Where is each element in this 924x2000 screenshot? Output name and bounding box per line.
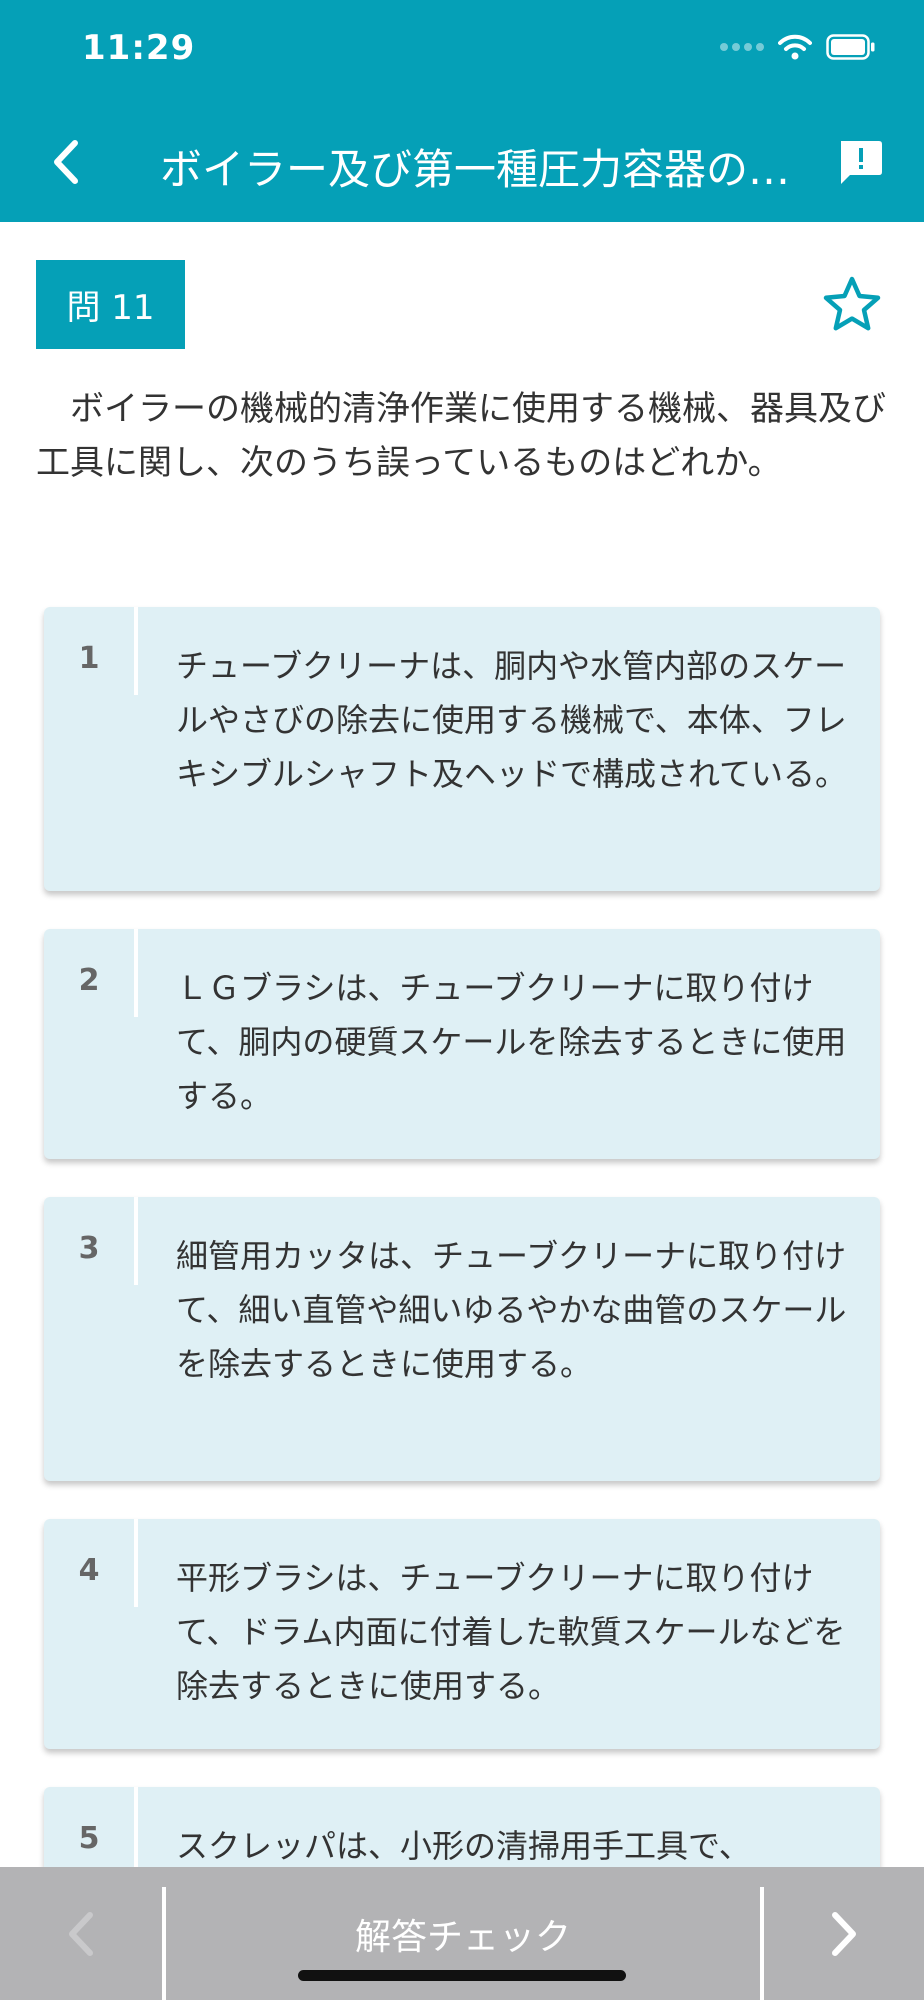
home-indicator	[298, 1970, 626, 1981]
next-question-button[interactable]	[764, 1867, 924, 2000]
star-outline-icon	[823, 276, 881, 331]
choice-text: チューブクリーナは、胴内や水管内部のスケールやさびの除去に使用する機械で、本体、…	[176, 647, 848, 793]
report-button[interactable]	[828, 130, 892, 194]
choice-item-4[interactable]: 4 平形ブラシは、チューブクリーナに取り付けて、ドラム内面に付着した軟質スケール…	[44, 1519, 880, 1749]
previous-question-button[interactable]	[0, 1867, 162, 2000]
choice-divider	[134, 1787, 138, 1867]
choice-text: 平形ブラシは、チューブクリーナに取り付けて、ドラム内面に付着した軟質スケールなど…	[176, 1559, 846, 1705]
battery-icon	[826, 34, 875, 60]
choice-item-2[interactable]: 2 ＬＧブラシは、チューブクリーナに取り付けて、胴内の硬質スケールを除去するとき…	[44, 929, 880, 1159]
choice-number: 1	[78, 641, 100, 676]
check-answer-button[interactable]: 解答チェック	[354, 1916, 571, 1958]
favorite-button[interactable]	[816, 268, 888, 340]
choice-number: 3	[78, 1231, 100, 1266]
choice-text: スクレッパは、小形の清掃用手工具で、	[176, 1827, 751, 1865]
nav-bar: ボイラー及び第一種圧力容器の…	[0, 112, 924, 212]
header: 11:29 ボイラー及び第一種圧力容器の…	[0, 0, 924, 222]
choice-text: ＬＧブラシは、チューブクリーナに取り付けて、胴内の硬質スケールを除去するときに使…	[176, 969, 847, 1115]
toolbar-divider	[162, 1887, 166, 2000]
choice-item-3[interactable]: 3 細管用カッタは、チューブクリーナに取り付けて、細い直管や細いゆるやかな曲管の…	[44, 1197, 880, 1481]
status-icons	[720, 34, 876, 60]
chevron-right-icon	[832, 1911, 856, 1956]
choice-text: 細管用カッタは、チューブクリーナに取り付けて、細い直管や細いゆるやかな曲管のスケ…	[176, 1237, 847, 1383]
choice-number: 2	[78, 963, 100, 998]
choice-number: 5	[78, 1821, 100, 1856]
choice-divider	[134, 929, 138, 1017]
question-number-badge: 問 11	[36, 260, 185, 349]
choice-divider	[134, 1519, 138, 1607]
status-time: 11:29	[82, 28, 196, 68]
cellular-signal-icon	[720, 43, 764, 51]
back-button[interactable]	[34, 130, 98, 194]
chevron-left-icon	[69, 1911, 93, 1956]
status-bar: 11:29	[0, 0, 924, 100]
wifi-icon	[778, 34, 812, 60]
chevron-left-icon	[54, 140, 78, 184]
choice-divider	[134, 607, 138, 695]
choice-item-5[interactable]: 5 スクレッパは、小形の清掃用手工具で、	[44, 1787, 880, 1867]
choice-item-1[interactable]: 1 チューブクリーナは、胴内や水管内部のスケールやさびの除去に使用する機械で、本…	[44, 607, 880, 891]
choice-number: 4	[78, 1553, 100, 1588]
question-content: 問 11 ボイラーの機械的清浄作業に使用する機械、器具及び工具に関し、次のうち誤…	[0, 222, 924, 1867]
question-text: ボイラーの機械的清浄作業に使用する機械、器具及び工具に関し、次のうち誤っているも…	[36, 389, 886, 483]
report-icon	[841, 141, 882, 184]
choice-divider	[134, 1197, 138, 1285]
page-title: ボイラー及び第一種圧力容器の…	[160, 145, 791, 194]
toolbar-divider	[760, 1887, 764, 2000]
